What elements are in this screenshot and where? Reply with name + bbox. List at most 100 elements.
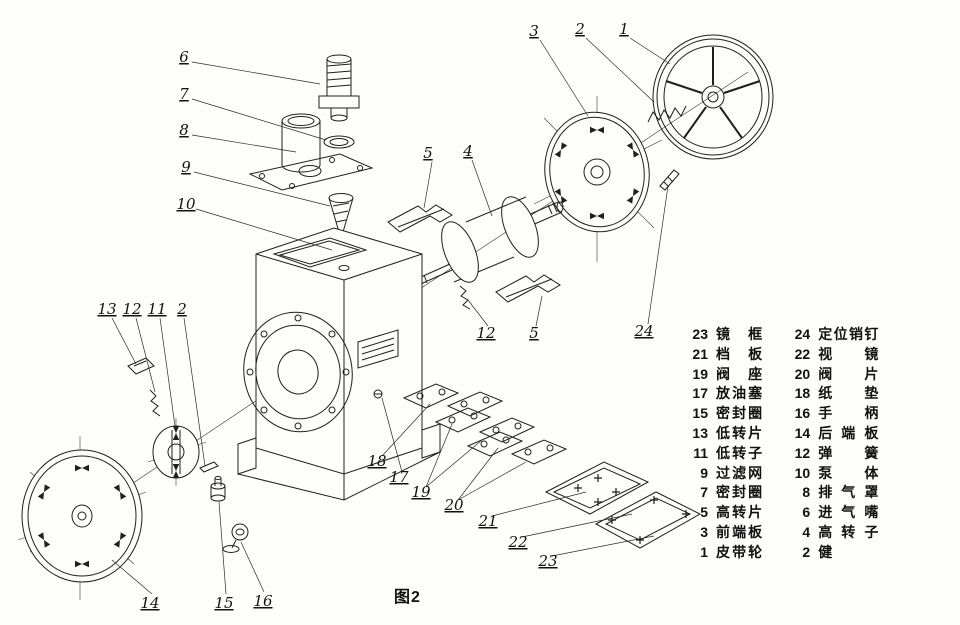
legend-part-number: 14 — [794, 424, 811, 441]
legend-part-name: 阀座 — [716, 365, 763, 382]
callout-number: 11 — [147, 300, 166, 318]
legend-part-name: 低转子 — [716, 444, 763, 461]
callout-number: 5 — [423, 144, 433, 162]
legend-part-number: 17 — [692, 385, 708, 402]
legend-part-name: 放油塞 — [716, 385, 763, 402]
baffle-plate — [544, 461, 650, 515]
high-rotor — [409, 196, 564, 289]
legend-part-number: 20 — [794, 365, 811, 382]
seal-plug — [210, 476, 226, 502]
callout-number: 19 — [411, 483, 431, 501]
legend-row: 14 后端板 — [786, 423, 879, 443]
legend-row: 16 手柄 — [786, 403, 879, 423]
legend-part-name: 泵体 — [818, 464, 879, 481]
callout-number: 9 — [181, 158, 191, 176]
legend-part-name: 弹簧 — [818, 444, 879, 461]
legend-row: 24 定位销钉 — [786, 324, 879, 344]
legend-part-name: 前端板 — [716, 523, 763, 540]
legend-row: 20 阀片 — [786, 364, 879, 384]
callout-number: 22 — [507, 533, 527, 551]
callout-number: 12 — [476, 324, 495, 342]
legend-part-name: 后端板 — [818, 424, 879, 441]
callout-number: 23 — [537, 552, 557, 570]
legend-row: 4 高转子 — [786, 522, 878, 542]
callout-number: 2 — [574, 20, 585, 38]
legend-part-name: 阀片 — [818, 365, 879, 382]
callout-number: 1 — [619, 20, 629, 38]
belt-pulley — [652, 34, 774, 160]
high-vane-lower — [495, 274, 561, 303]
legend-part-name: 过滤网 — [716, 464, 763, 481]
callout-number: 4 — [462, 142, 473, 160]
legend-part-name: 进气嘴 — [818, 504, 879, 521]
callout-number: 3 — [529, 22, 539, 40]
legend-part-number: 4 — [802, 523, 811, 540]
legend-part-number: 23 — [692, 326, 708, 342]
legend-part-number: 6 — [802, 504, 811, 521]
legend-part-name: 排气罩 — [818, 484, 879, 501]
callout-number: 17 — [389, 468, 409, 486]
callout-number: 6 — [179, 48, 189, 66]
intake-nozzle — [318, 54, 360, 122]
legend-part-name: 手柄 — [818, 405, 879, 422]
legend-part-name: 高转子 — [818, 523, 879, 540]
legend-row: 1 皮带轮 — [684, 542, 762, 562]
callout-number: 20 — [443, 496, 464, 514]
legend-part-name: 定位销钉 — [818, 326, 879, 342]
shaft-key — [199, 461, 219, 473]
low-vane — [127, 357, 155, 375]
filter-screen — [328, 193, 354, 246]
low-rotor — [152, 425, 200, 479]
legend-part-number: 8 — [802, 484, 811, 501]
handle — [222, 523, 249, 553]
legend-row: 7 密封圈 — [684, 482, 762, 502]
legend-part-number: 16 — [794, 405, 811, 422]
legend-part-number: 19 — [692, 365, 708, 382]
legend-part-number: 10 — [794, 464, 811, 481]
legend-row: 17 放油塞 — [684, 383, 762, 403]
callout-numbers: 6 7 8 9 10 3 2 1 5 4 12 5 24 13 12 11 2 … — [97, 20, 653, 612]
low-spring — [149, 389, 161, 417]
callout-number: 13 — [97, 300, 116, 318]
seal-ring — [323, 135, 355, 149]
legend-part-number: 2 — [802, 543, 811, 560]
callout-number: 16 — [253, 592, 273, 610]
legend-row: 9 过滤网 — [684, 463, 762, 483]
vane-spring — [459, 285, 471, 310]
legend-part-name: 密封圈 — [716, 484, 763, 501]
figure-caption: 图2 — [394, 589, 421, 606]
shaft-spring — [647, 105, 687, 123]
legend-part-number: 7 — [700, 484, 708, 501]
legend-row: 8 排气罩 — [786, 482, 878, 502]
legend-part-number: 24 — [794, 326, 811, 342]
legend-part-name: 皮带轮 — [716, 543, 763, 560]
legend-part-number: 9 — [700, 464, 708, 481]
legend-row: 6 进气嘴 — [786, 502, 878, 522]
valve-plate-cluster — [402, 383, 568, 465]
callout-number: 8 — [179, 121, 189, 139]
legend-part-number: 1 — [700, 543, 708, 560]
legend-part-name: 健 — [818, 543, 833, 560]
legend-row: 19 阀座 — [684, 364, 762, 384]
legend-part-number: 15 — [692, 405, 708, 422]
legend-part-name: 纸垫 — [818, 385, 879, 402]
callout-number: 21 — [477, 512, 497, 530]
legend-part-number: 21 — [692, 345, 708, 362]
front-end-plate — [544, 111, 650, 233]
legend-row: 10 泵体 — [786, 463, 879, 483]
legend-part-name: 低转片 — [716, 424, 763, 441]
exhaust-cover — [281, 113, 321, 173]
callout-number: 10 — [176, 195, 196, 213]
pump-body — [237, 227, 441, 501]
